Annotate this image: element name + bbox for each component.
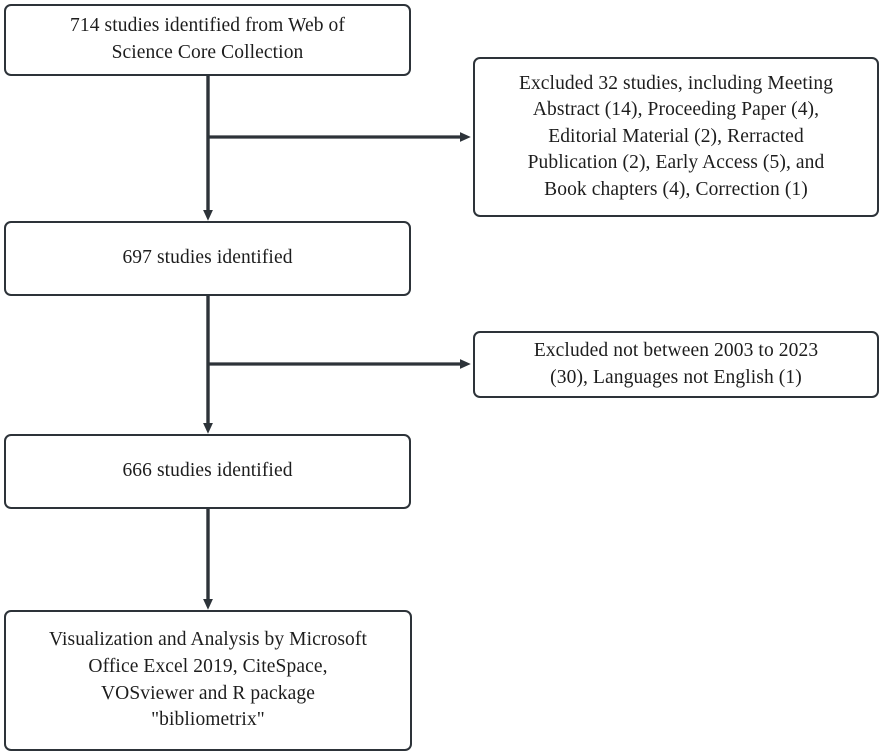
node-records-included-label: 666 studies identified [122, 460, 293, 482]
node-excluded-by-document-type: Excluded 32 studies, including Meeting A… [473, 57, 879, 217]
node-records-screened: 697 studies identified [4, 221, 411, 296]
node-excluded-by-year-and-language: Excluded not between 2003 to 2023 (30), … [473, 331, 879, 398]
node-excluded-by-year-and-language-label: Excluded not between 2003 to 2023 (30), … [533, 339, 819, 388]
node-records-identified-label: 714 studies identified from Web of Scien… [70, 15, 345, 63]
node-records-included: 666 studies identified [4, 434, 411, 509]
node-excluded-by-document-type-label: Excluded 32 studies, including Meeting A… [518, 72, 834, 200]
node-visualization-and-analysis-label: Visualization and Analysis by Microsoft … [49, 629, 367, 731]
node-visualization-and-analysis: Visualization and Analysis by Microsoft … [4, 610, 412, 751]
node-records-identified: 714 studies identified from Web of Scien… [4, 4, 411, 76]
node-records-screened-label: 697 studies identified [122, 247, 293, 269]
